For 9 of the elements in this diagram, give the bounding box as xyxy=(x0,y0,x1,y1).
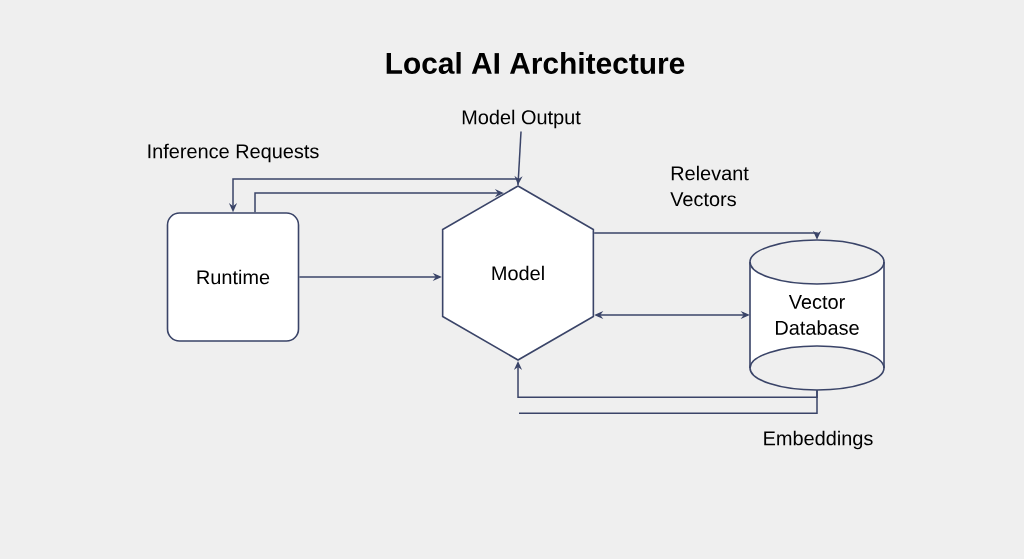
database-cylinder: Vector Database xyxy=(749,239,885,391)
model-hexagon: Model xyxy=(441,185,595,361)
input-label: Model Output xyxy=(462,109,581,129)
process-box: Runtime xyxy=(166,212,300,342)
title: Local AI Architecture xyxy=(386,52,685,74)
annotation-label: Inference Requests xyxy=(148,143,319,163)
connector-line xyxy=(518,389,818,414)
annotation-label: Embeddings xyxy=(764,430,873,450)
annotation-label: Relevant Vectors xyxy=(670,165,749,207)
